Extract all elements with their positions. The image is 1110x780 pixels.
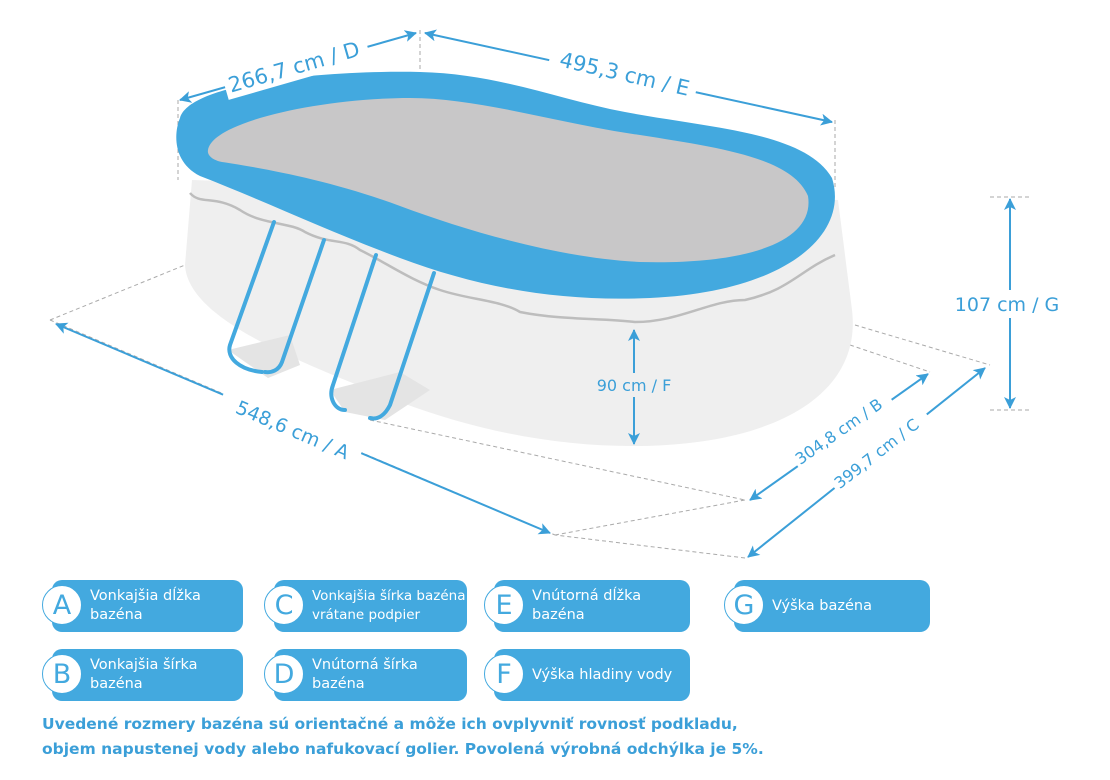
legend-letter: G: [724, 585, 764, 625]
legend-text: Vonkajšia šírka: [90, 657, 198, 673]
legend-item-c: C Vonkajšia šírka bazéna vrátane podpier: [264, 580, 467, 632]
legend-item-f: F Výška hladiny vody: [484, 649, 690, 701]
legend-text: bazéna: [90, 676, 143, 692]
pool-cover: [207, 98, 809, 263]
label-backgrounds: [215, 32, 1070, 498]
legend-item-g: G Výška bazéna: [724, 580, 930, 632]
dim-label-e: 495,3 cm / E: [557, 48, 692, 101]
legend-text: Vnútorná dĺžka: [532, 588, 642, 604]
dim-label-f: 90 cm / F: [597, 376, 672, 395]
pool-diagram: 548,6 cm / A 304,8 cm / B 399,7 cm / C 2…: [49, 29, 1070, 559]
legend-letter: F: [484, 654, 524, 694]
legend-text: Výška bazéna: [772, 597, 872, 614]
legend-text: bazéna: [312, 676, 365, 692]
legend-item-a: A Vonkajšia dĺžka bazéna: [42, 580, 243, 632]
legend-text: Vnútorná šírka: [312, 657, 418, 673]
legend-text: bazéna: [532, 607, 585, 623]
legend-letter: B: [42, 654, 82, 694]
legend-letter: A: [42, 585, 82, 625]
legend-text: Výška hladiny vody: [532, 666, 673, 683]
note-line-1: Uvedené rozmery bazéna sú orientačné a m…: [42, 715, 738, 733]
legend-item-e: E Vnútorná dĺžka bazéna: [484, 580, 690, 632]
note-line-2: objem napustenej vody alebo nafukovací g…: [42, 740, 764, 758]
water-line: [189, 192, 836, 324]
legend-letter: E: [484, 585, 524, 625]
disclaimer-note: Uvedené rozmery bazéna sú orientačné a m…: [42, 712, 764, 762]
legend-item-d: D Vnútorná šírka bazéna: [264, 649, 467, 701]
legend-text: bazéna: [90, 607, 143, 623]
legend-letter: D: [264, 654, 304, 694]
legend-text: vrátane podpier: [312, 607, 421, 623]
legend-item-b: B Vonkajšia šírka bazéna: [42, 649, 243, 701]
legend-letter: C: [264, 585, 304, 625]
dim-label-g: 107 cm / G: [955, 294, 1059, 316]
legend-text: Vonkajšia dĺžka: [90, 588, 201, 604]
legend-text: Vonkajšia šírka bazéna: [312, 588, 466, 604]
